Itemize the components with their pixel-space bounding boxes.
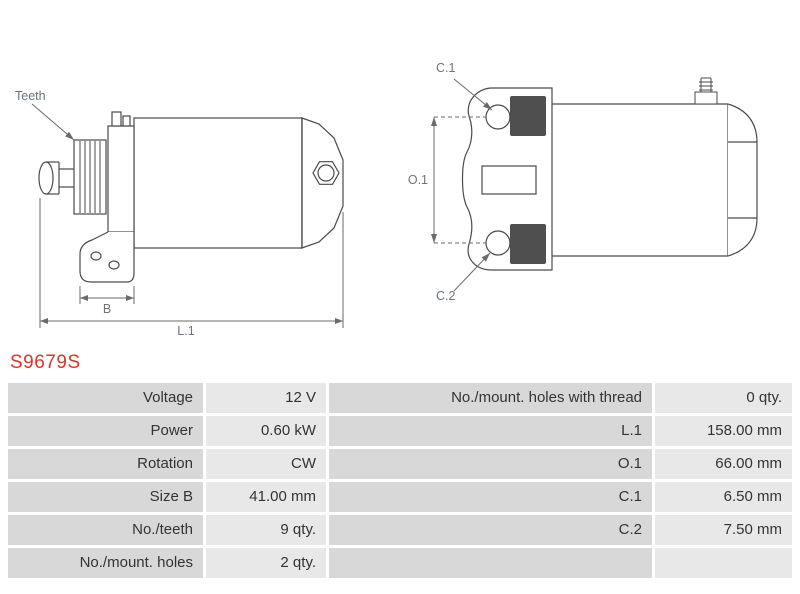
spec-label: No./mount. holes bbox=[8, 548, 203, 578]
bracket-hole bbox=[90, 251, 102, 261]
side-view bbox=[38, 111, 344, 283]
spec-label: Size B bbox=[8, 482, 203, 512]
dim-c1-label: C.1 bbox=[436, 61, 456, 75]
end-cap-bolt bbox=[317, 164, 335, 182]
spec-label: Rotation bbox=[8, 449, 203, 479]
table-row: No./teeth 9 qty. C.2 7.50 mm bbox=[8, 515, 792, 545]
spec-value: 7.50 mm bbox=[655, 515, 792, 545]
spec-label: C.2 bbox=[329, 515, 652, 545]
part-number: S9679S bbox=[10, 352, 81, 373]
end-view-dimensions bbox=[431, 78, 493, 292]
spec-value: 66.00 mm bbox=[655, 449, 792, 479]
spec-value: 0 qty. bbox=[655, 383, 792, 413]
flange-slot-bottom bbox=[510, 224, 546, 264]
shaft-end bbox=[38, 161, 54, 195]
teeth-leader bbox=[31, 103, 75, 141]
spec-value bbox=[655, 548, 792, 578]
table-row: Power 0.60 kW L.1 158.00 mm bbox=[8, 416, 792, 446]
table-row: No./mount. holes 2 qty. bbox=[8, 548, 792, 578]
terminal-stud bbox=[111, 111, 122, 127]
spec-label bbox=[329, 548, 652, 578]
top-bolt bbox=[694, 77, 718, 105]
spec-label: No./teeth bbox=[8, 515, 203, 545]
drive-end-plate bbox=[107, 125, 135, 233]
dim-b-label: B bbox=[103, 302, 111, 316]
end-view bbox=[461, 77, 758, 271]
gear-teeth bbox=[79, 141, 101, 213]
spec-value: 12 V bbox=[206, 383, 326, 413]
spec-label: Power bbox=[8, 416, 203, 446]
mounting-hole-c2 bbox=[485, 230, 511, 256]
terminal-stud bbox=[122, 115, 131, 127]
table-row: Size B 41.00 mm C.1 6.50 mm bbox=[8, 482, 792, 512]
flange-slot-top bbox=[510, 96, 546, 136]
motor-body-cap bbox=[727, 103, 758, 257]
teeth-label: Teeth bbox=[15, 89, 46, 103]
spec-table: Voltage 12 V No./mount. holes with threa… bbox=[8, 383, 792, 578]
spec-label: C.1 bbox=[329, 482, 652, 512]
dim-o1-label: O.1 bbox=[408, 173, 428, 187]
table-row: Voltage 12 V No./mount. holes with threa… bbox=[8, 383, 792, 413]
spec-value: CW bbox=[206, 449, 326, 479]
spec-value: 9 qty. bbox=[206, 515, 326, 545]
spec-label: L.1 bbox=[329, 416, 652, 446]
spec-label: Voltage bbox=[8, 383, 203, 413]
spec-value: 0.60 kW bbox=[206, 416, 326, 446]
table-row: Rotation CW O.1 66.00 mm bbox=[8, 449, 792, 479]
spec-value: 158.00 mm bbox=[655, 416, 792, 446]
teeth-arrow bbox=[65, 131, 74, 140]
bracket-hole bbox=[108, 260, 120, 270]
motor-body-side bbox=[133, 117, 303, 249]
flange-window bbox=[481, 165, 537, 195]
technical-drawing: Teeth B L.1 bbox=[15, 61, 758, 338]
side-view-dimensions bbox=[31, 103, 344, 328]
spec-label: O.1 bbox=[329, 449, 652, 479]
end-cap-bolt-hex bbox=[312, 161, 340, 185]
spec-value: 41.00 mm bbox=[206, 482, 326, 512]
dim-c2-label: C.2 bbox=[436, 289, 456, 303]
spec-value: 2 qty. bbox=[206, 548, 326, 578]
dim-l1-label: L.1 bbox=[177, 324, 194, 338]
spec-label: No./mount. holes with thread bbox=[329, 383, 652, 413]
spec-value: 6.50 mm bbox=[655, 482, 792, 512]
mounting-bracket bbox=[79, 231, 135, 283]
